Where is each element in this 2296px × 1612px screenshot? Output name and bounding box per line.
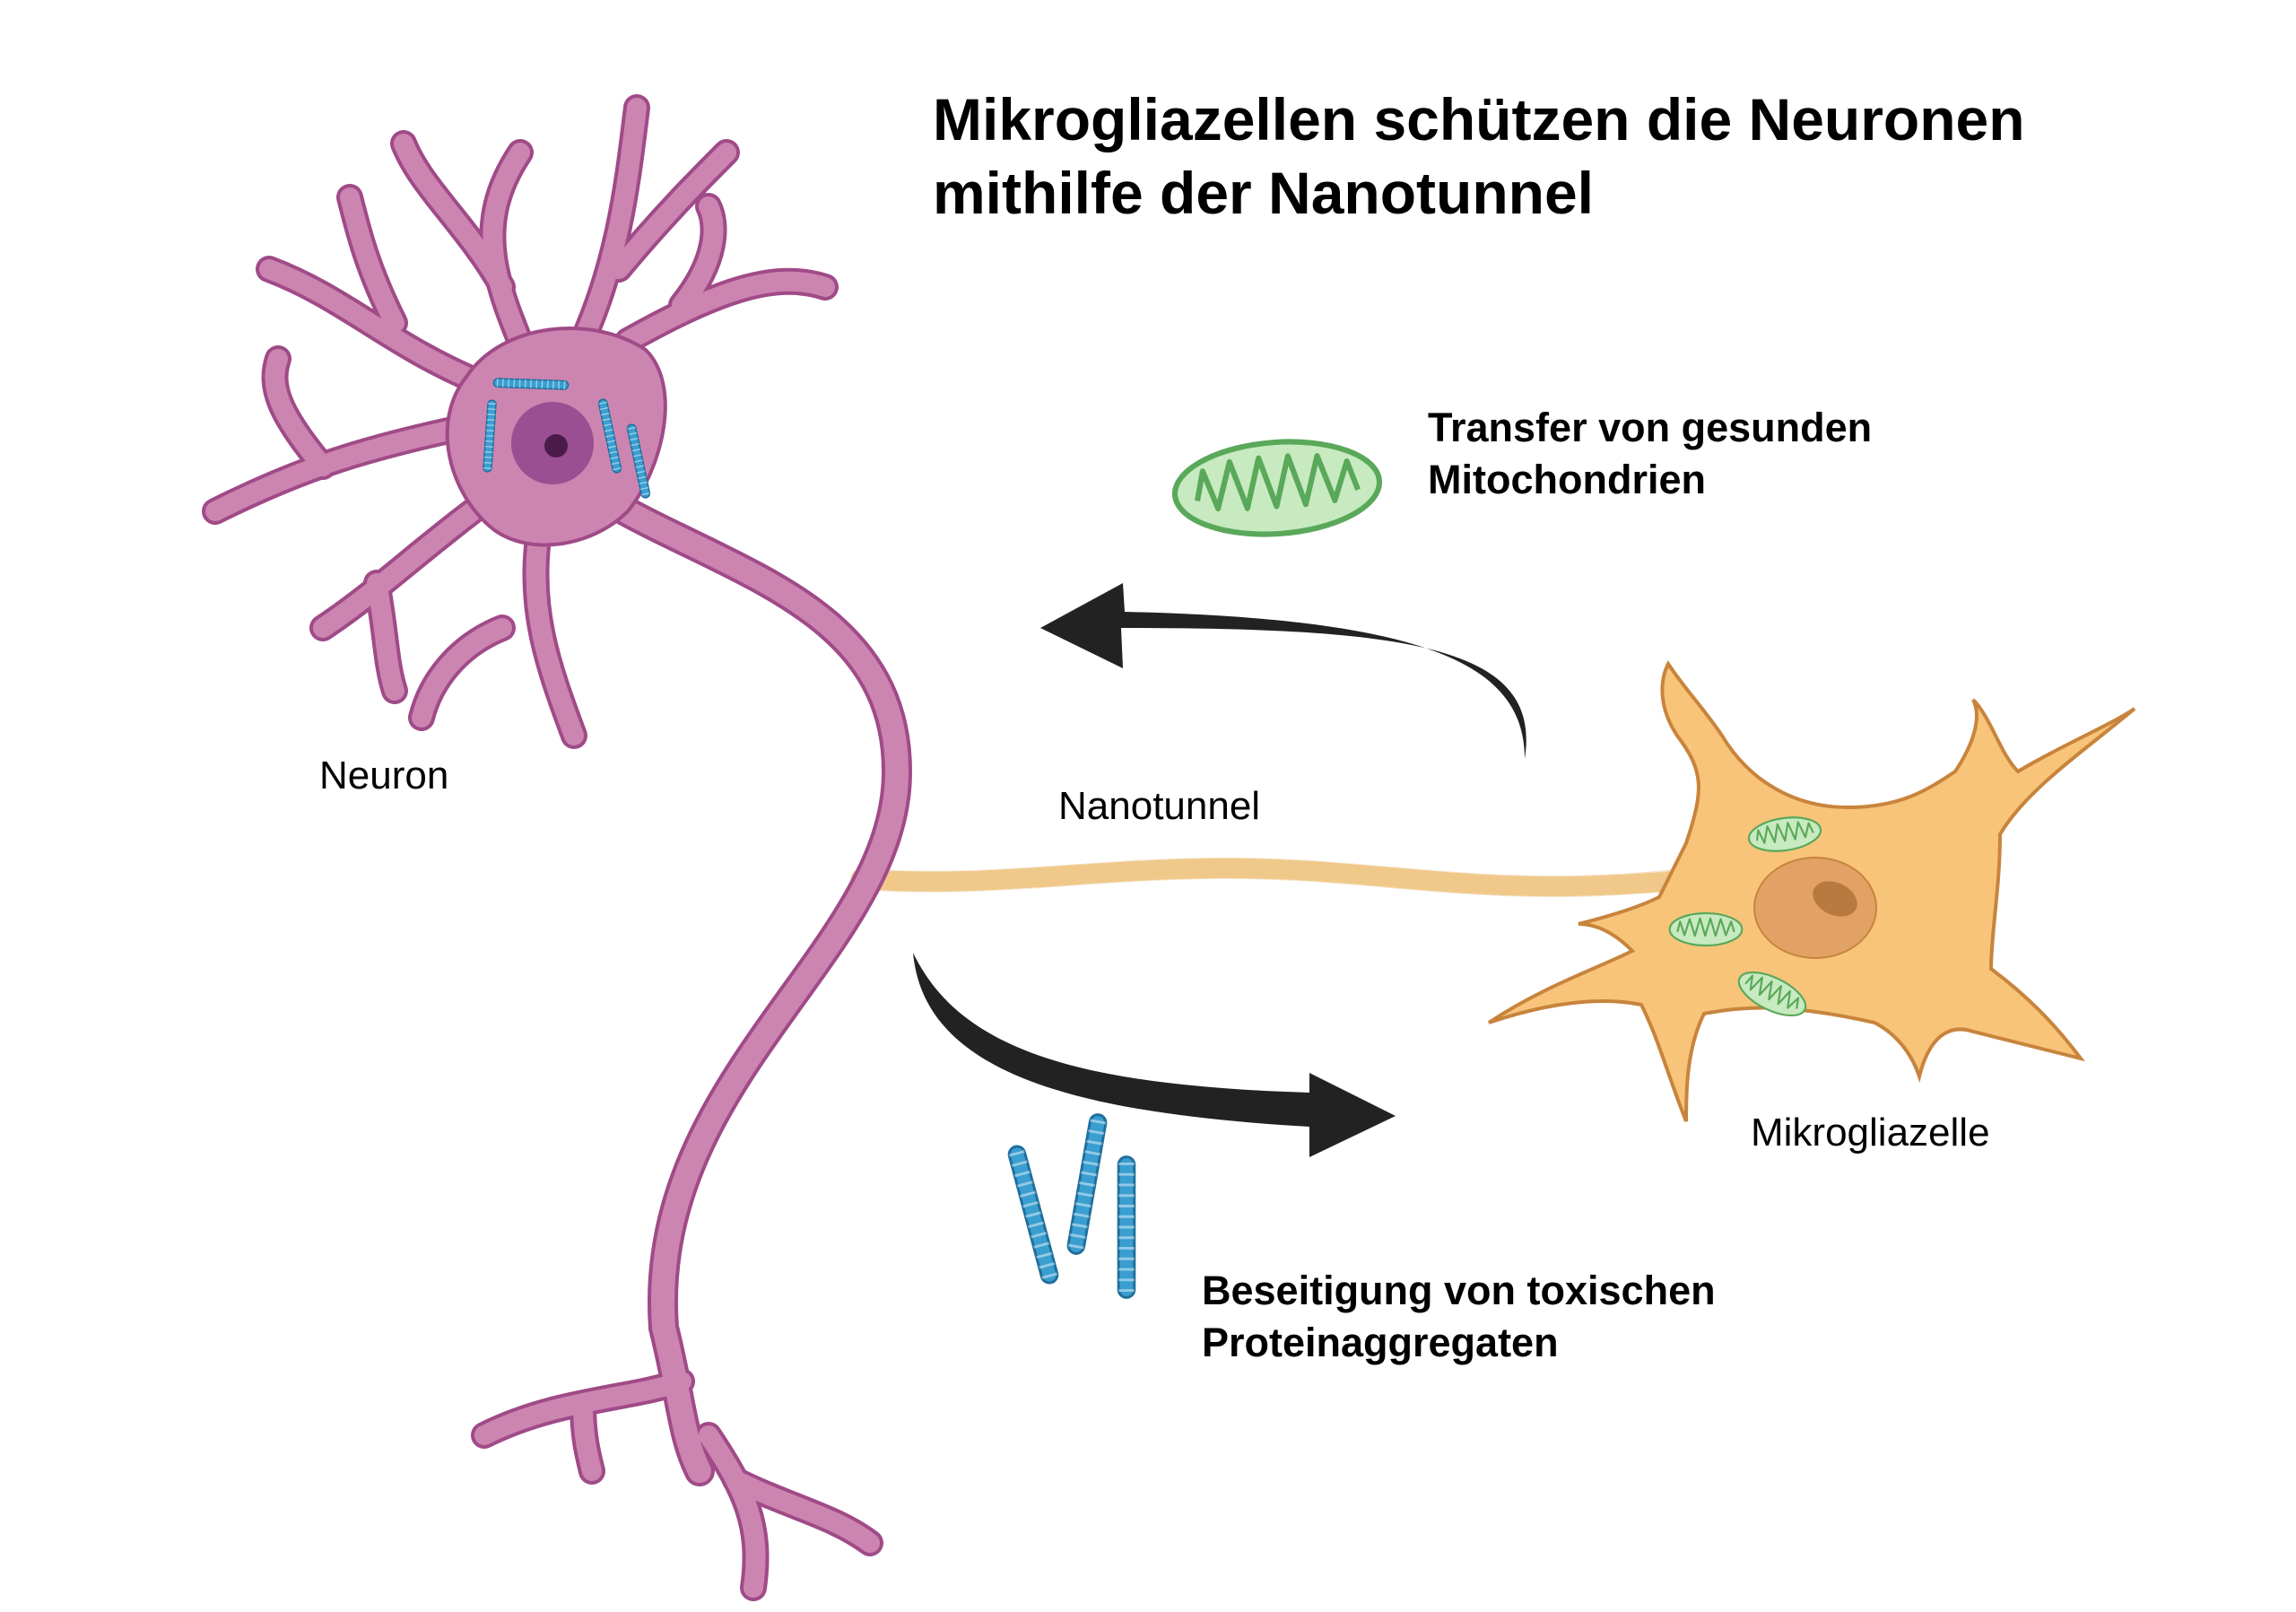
protein-fibril: [1065, 1111, 1109, 1257]
neuron-branch-fill-path: [609, 143, 736, 279]
label-transfer-line-2: Mitochondrien: [1428, 457, 1706, 502]
protein-fibril: [1117, 1155, 1136, 1299]
protein-aggregates-icon: [1005, 1111, 1136, 1299]
neuron-axon-fill: [598, 491, 909, 1483]
diagram-title: Mikrogliazellen schützen die Neuronen mi…: [933, 83, 2025, 230]
microglia: [1487, 660, 2136, 1122]
nanotunnel-outline: [850, 857, 1708, 898]
label-removal-line-1: Beseitigung von toxischen: [1202, 1268, 1716, 1313]
microglia-mitochondrion: [1668, 911, 1744, 947]
label-nanotunnel: Nanotunnel: [1058, 784, 1261, 828]
neuron-aggregate-fibril: [492, 378, 570, 390]
neuron-branch-fill-path: [699, 1425, 766, 1598]
arrow-aggregate-removal: [913, 953, 1396, 1157]
label-transfer-line-1: Transfer von gesunden: [1428, 405, 1873, 450]
neuron-nucleolus: [544, 434, 568, 457]
neuron-branch-fill-path: [259, 259, 476, 387]
neuron-branch-fill-path: [265, 349, 333, 476]
neuron-branch-fill-path: [313, 492, 494, 638]
label-mitochondria-transfer: Transfer von gesunden Mitochondrien: [1428, 402, 1872, 506]
neuron-branch-fill-path: [205, 421, 458, 521]
protein-fibril: [1005, 1143, 1061, 1286]
neuron-branch-fill-path: [526, 528, 584, 745]
neuron-branch-fill-path: [573, 1394, 602, 1481]
neuron-branch-fill: [205, 98, 909, 1598]
label-microglia: Mikrogliazelle: [1751, 1111, 1990, 1155]
neuron-branch-fill-path: [726, 1470, 880, 1553]
arrow-mitochondria-transfer: [1040, 583, 1526, 759]
neuron-branch-fill-path: [618, 271, 835, 351]
microglia-nucleolus: [1813, 881, 1857, 917]
neuron-branch-fill-path: [394, 134, 512, 297]
neuron-branch-fill-path: [672, 196, 724, 315]
neuron: [202, 94, 913, 1601]
microglia-nucleus: [1753, 857, 1877, 959]
neuron-branch-fill-path: [564, 98, 647, 369]
neuron-branch-fill-path: [367, 573, 404, 701]
neuron-branch-fill-path: [340, 187, 404, 333]
title-line-1: Mikrogliazellen schützen die Neuronen: [933, 86, 2025, 152]
label-aggregate-removal: Beseitigung von toxischen Proteinaggrega…: [1202, 1265, 1716, 1369]
title-line-2: mithilfe der Nanotunnel: [933, 160, 1595, 226]
label-neuron: Neuron: [319, 754, 449, 797]
healthy-mitochondrion-icon: [1171, 435, 1382, 541]
neuron-branch-fill-path: [412, 618, 512, 728]
label-removal-line-2: Proteinaggregaten: [1202, 1320, 1559, 1365]
